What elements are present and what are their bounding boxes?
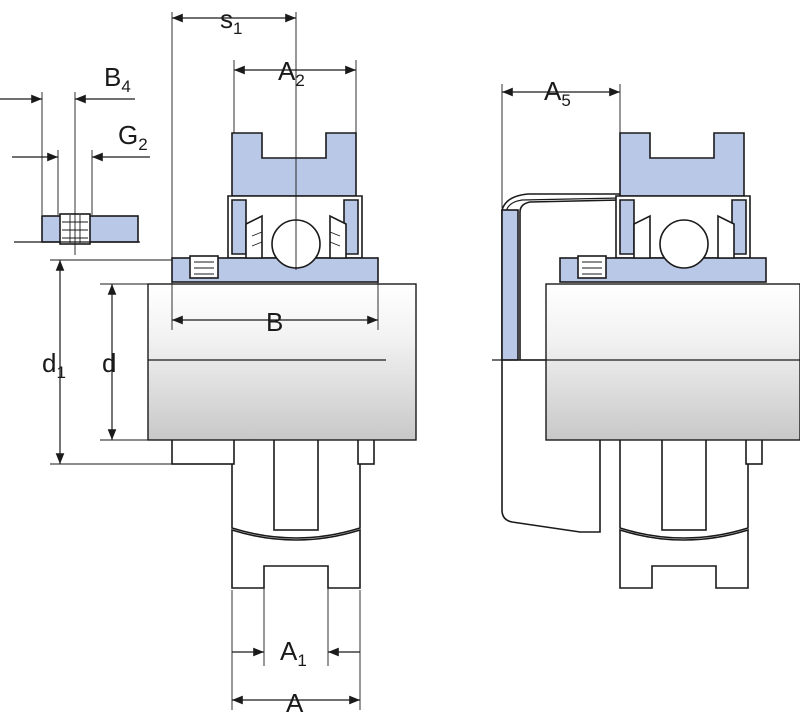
label-a1: A1 bbox=[280, 636, 307, 670]
label-a: A bbox=[286, 688, 304, 718]
label-s1: s1 bbox=[220, 4, 242, 38]
label-d1: d1 bbox=[42, 348, 66, 382]
label-b4: B4 bbox=[104, 62, 131, 96]
label-a5: A5 bbox=[544, 76, 571, 110]
label-d: d bbox=[102, 348, 116, 378]
set-screw-detail bbox=[0, 92, 150, 255]
housing-unit-right-view-with-end-cover bbox=[492, 84, 800, 589]
label-b: B bbox=[266, 307, 283, 337]
label-a2: A2 bbox=[278, 56, 305, 90]
housing-unit-left-view bbox=[50, 12, 417, 710]
label-g2: G2 bbox=[118, 120, 148, 154]
